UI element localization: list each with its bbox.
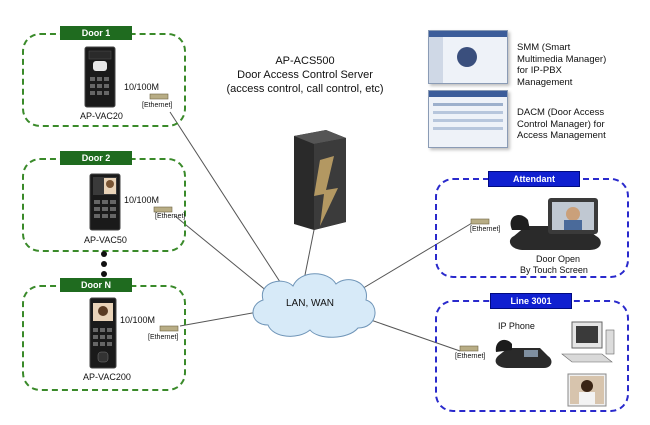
line-server xyxy=(304,224,316,276)
video-call-screen-icon xyxy=(567,373,607,407)
door1-device-label: AP-VAC20 xyxy=(80,111,123,121)
line3001-ethernet-icon xyxy=(459,345,479,352)
doorN-ethernet-icon xyxy=(159,325,179,332)
line-line3001 xyxy=(364,317,461,352)
door2-device-label: AP-VAC50 xyxy=(84,235,127,245)
attendant-caption-1: Door Open xyxy=(536,254,581,264)
doorN-tag: Door N xyxy=(60,278,132,292)
attendant-port: [Ethernet] xyxy=(470,226,501,233)
smm-screenshot xyxy=(428,30,508,84)
dacm-screenshot xyxy=(428,90,508,148)
door2-speed: 10/100M xyxy=(124,195,160,205)
door1-tag: Door 1 xyxy=(60,26,132,40)
door1-port: [Ethernet] xyxy=(142,102,173,109)
server-title: Door Access Control Server xyxy=(237,69,373,81)
server-model: AP-ACS500 xyxy=(275,55,335,67)
attendant-ethernet-icon xyxy=(470,218,490,225)
attendant-caption-2: By Touch Screen xyxy=(520,265,588,275)
dacm-description: DACM (Door Access Control Manager) for A… xyxy=(517,107,606,141)
doorN-device-label: AP-VAC200 xyxy=(83,372,131,382)
doorN-speed: 10/100M xyxy=(120,315,156,325)
network-cloud xyxy=(252,273,376,338)
door1-device-icon xyxy=(84,46,116,108)
line3001-tag: Line 3001 xyxy=(490,293,572,309)
server-device-icon xyxy=(294,130,346,230)
door2-device-icon xyxy=(89,173,121,231)
line-door2 xyxy=(174,215,269,293)
line-door1 xyxy=(169,111,283,286)
smm-description: SMM (Smart Multimedia Manager) for IP-PB… xyxy=(517,42,607,88)
door1-ethernet-icon xyxy=(149,93,169,100)
ip-phone-label: IP Phone xyxy=(498,321,535,331)
server-subtitle: (access control, call control, etc) xyxy=(226,83,384,95)
line3001-port: [Ethernet] xyxy=(455,353,486,360)
line-attendant xyxy=(359,222,473,291)
touchscreen-phone-icon xyxy=(509,198,601,250)
door2-tag: Door 2 xyxy=(60,151,132,165)
door2-port: [Ethernet] xyxy=(155,213,186,220)
doorN-port: [Ethernet] xyxy=(148,334,179,341)
attendant-tag: Attendant xyxy=(488,171,580,187)
ip-phone-icon xyxy=(495,339,552,368)
door2-ethernet-icon xyxy=(153,206,173,213)
doorN-device-icon xyxy=(89,297,117,369)
line-doorN xyxy=(179,311,259,327)
door1-speed: 10/100M xyxy=(124,82,160,92)
computer-icon xyxy=(561,321,615,363)
cloud-label: LAN, WAN xyxy=(286,298,334,309)
more-doors-dots xyxy=(101,251,107,277)
